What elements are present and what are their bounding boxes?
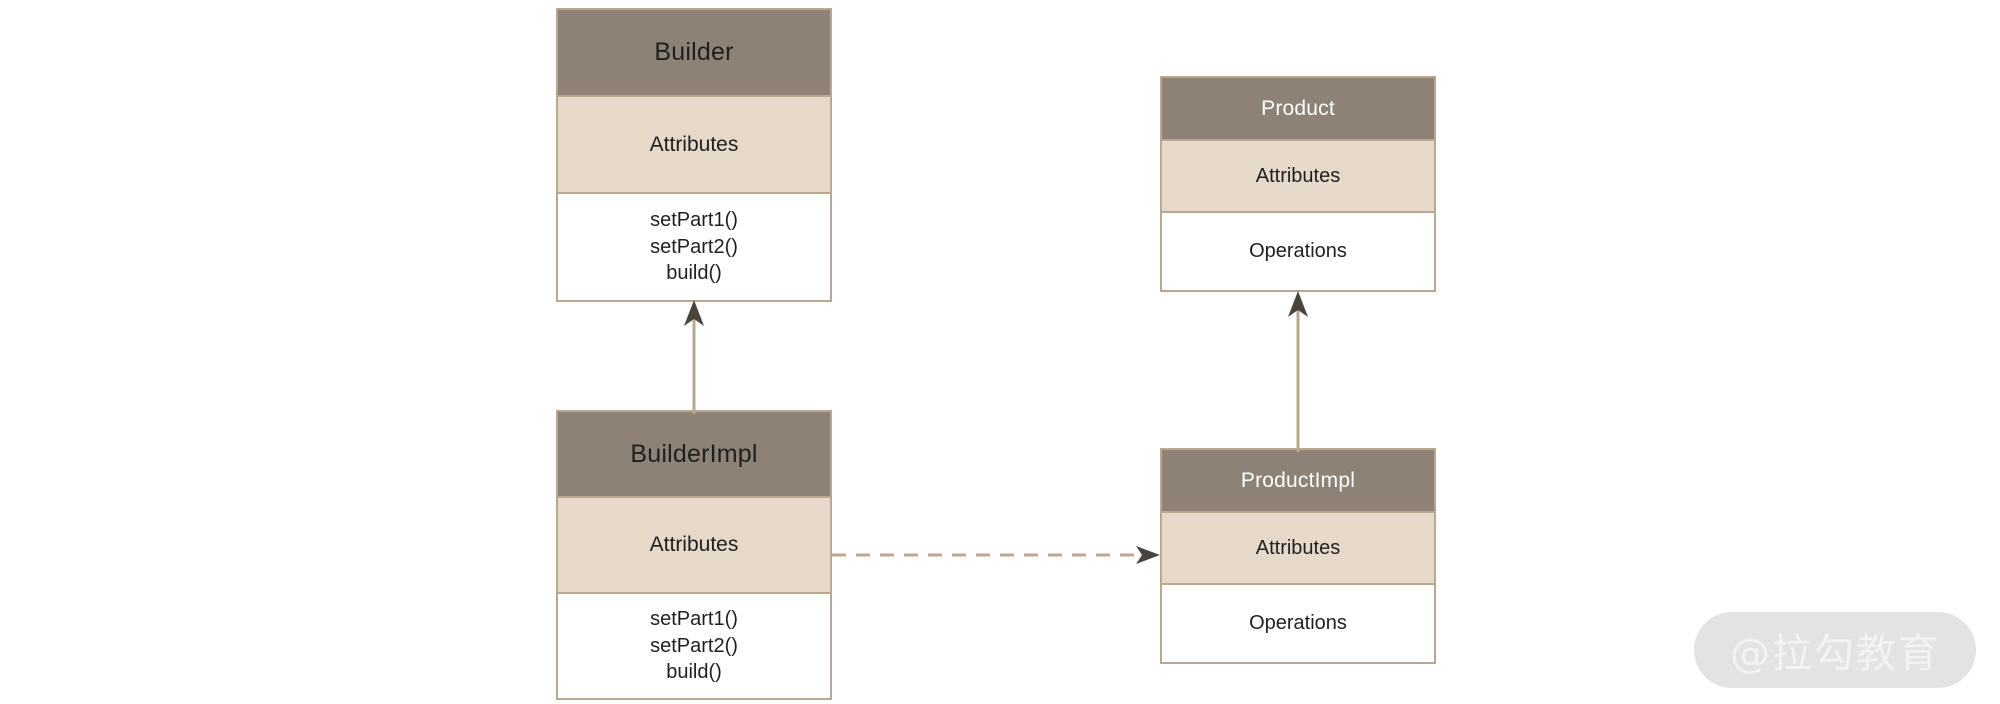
uml-class-builderimpl-operations: setPart1() setPart2() build() <box>558 594 830 698</box>
uml-class-builder-attributes: Attributes <box>558 97 830 194</box>
filled-triangle-arrowhead-icon <box>684 300 704 326</box>
uml-class-product-attributes: Attributes <box>1162 141 1434 213</box>
connector-builderimpl-to-builder <box>684 300 704 414</box>
uml-class-builderimpl-title: BuilderImpl <box>558 412 830 498</box>
uml-class-builderimpl-attributes: Attributes <box>558 498 830 594</box>
uml-class-productimpl-attributes: Attributes <box>1162 513 1434 585</box>
connector-builderimpl-to-productimpl <box>832 546 1160 564</box>
uml-class-product-operations: Operations <box>1162 213 1434 290</box>
uml-class-builder-operations: setPart1() setPart2() build() <box>558 194 830 300</box>
uml-class-productimpl-title: ProductImpl <box>1162 450 1434 513</box>
uml-class-product[interactable]: Product Attributes Operations <box>1160 76 1436 292</box>
uml-class-product-title: Product <box>1162 78 1434 141</box>
filled-triangle-arrowhead-icon <box>1288 291 1308 317</box>
uml-class-builder-title: Builder <box>558 10 830 97</box>
connector-productimpl-to-product <box>1288 291 1308 452</box>
uml-class-builderimpl[interactable]: BuilderImpl Attributes setPart1() setPar… <box>556 410 832 700</box>
uml-class-productimpl[interactable]: ProductImpl Attributes Operations <box>1160 448 1436 664</box>
watermark: @拉勾教育 <box>1694 612 1976 688</box>
uml-class-builder[interactable]: Builder Attributes setPart1() setPart2()… <box>556 8 832 302</box>
uml-class-productimpl-operations: Operations <box>1162 585 1434 662</box>
open-arrowhead-icon <box>1136 546 1160 564</box>
